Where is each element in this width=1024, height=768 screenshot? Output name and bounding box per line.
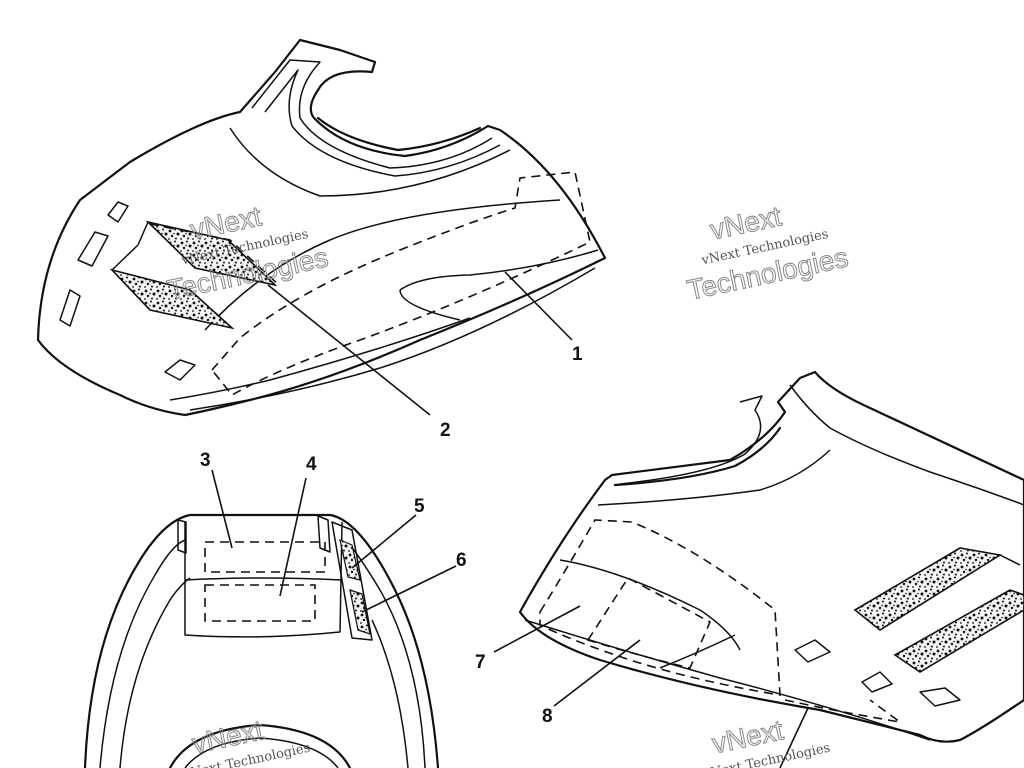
callout-6: 6 <box>456 550 467 571</box>
callout-8: 8 <box>542 706 553 727</box>
callout-leaders <box>211 271 809 768</box>
callout-4: 4 <box>306 454 317 475</box>
callout-5: 5 <box>414 496 425 517</box>
callout-3: 3 <box>200 450 211 471</box>
callout-labels: 1 2 3 4 5 6 7 8 <box>200 344 583 727</box>
watermark-top-right: vNext vNext Technologies Technologies <box>684 200 851 306</box>
callout-2: 2 <box>440 420 451 441</box>
callout-7: 7 <box>475 652 486 673</box>
hood-front-view <box>83 513 440 768</box>
hood-side-view-top <box>36 38 607 417</box>
hood-side-view-right <box>518 370 1024 743</box>
watermark-bottom-right: vNext vNext Technologies <box>701 714 831 768</box>
callout-1: 1 <box>572 344 583 365</box>
